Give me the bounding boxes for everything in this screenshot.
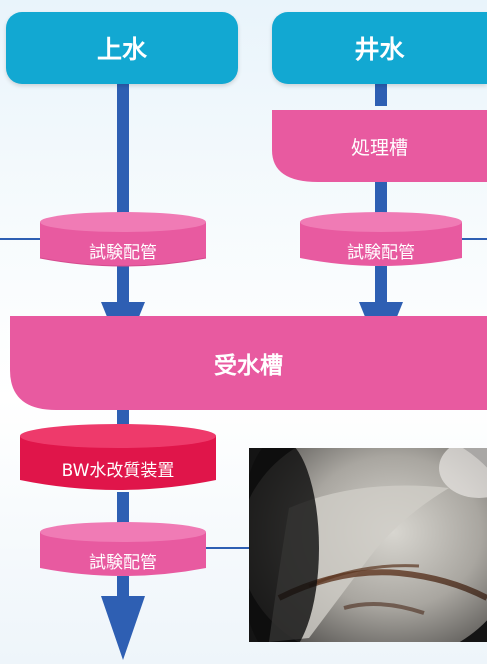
treatment-tank-shape bbox=[272, 110, 487, 182]
pipe-receiving-out bbox=[117, 410, 129, 424]
pipe-tap-lower bbox=[117, 266, 129, 302]
tap-water-label: 上水 bbox=[96, 35, 147, 64]
bw-device-cylinder bbox=[20, 424, 216, 490]
well-water-box: 井水 bbox=[272, 12, 487, 84]
test-pipe-cylinder-right bbox=[300, 212, 462, 266]
test-pipe-cylinder-left bbox=[39, 212, 207, 267]
pipe-final bbox=[117, 576, 129, 596]
pipe-device-out bbox=[117, 492, 129, 524]
test-pipe-cylinder-bottom bbox=[40, 522, 206, 576]
arrow-final bbox=[101, 596, 145, 660]
well-water-label: 井水 bbox=[354, 35, 405, 64]
receiving-tank-shape bbox=[10, 316, 487, 410]
pipe-interior-image bbox=[249, 448, 487, 642]
tap-water-box: 上水 bbox=[6, 12, 238, 84]
pipe-well-middle bbox=[375, 182, 387, 216]
pipe-well-upper bbox=[375, 84, 387, 106]
pipe-interior-photo bbox=[249, 448, 487, 642]
pipe-well-lower bbox=[375, 266, 387, 302]
pipe-tap-upper bbox=[117, 84, 129, 216]
